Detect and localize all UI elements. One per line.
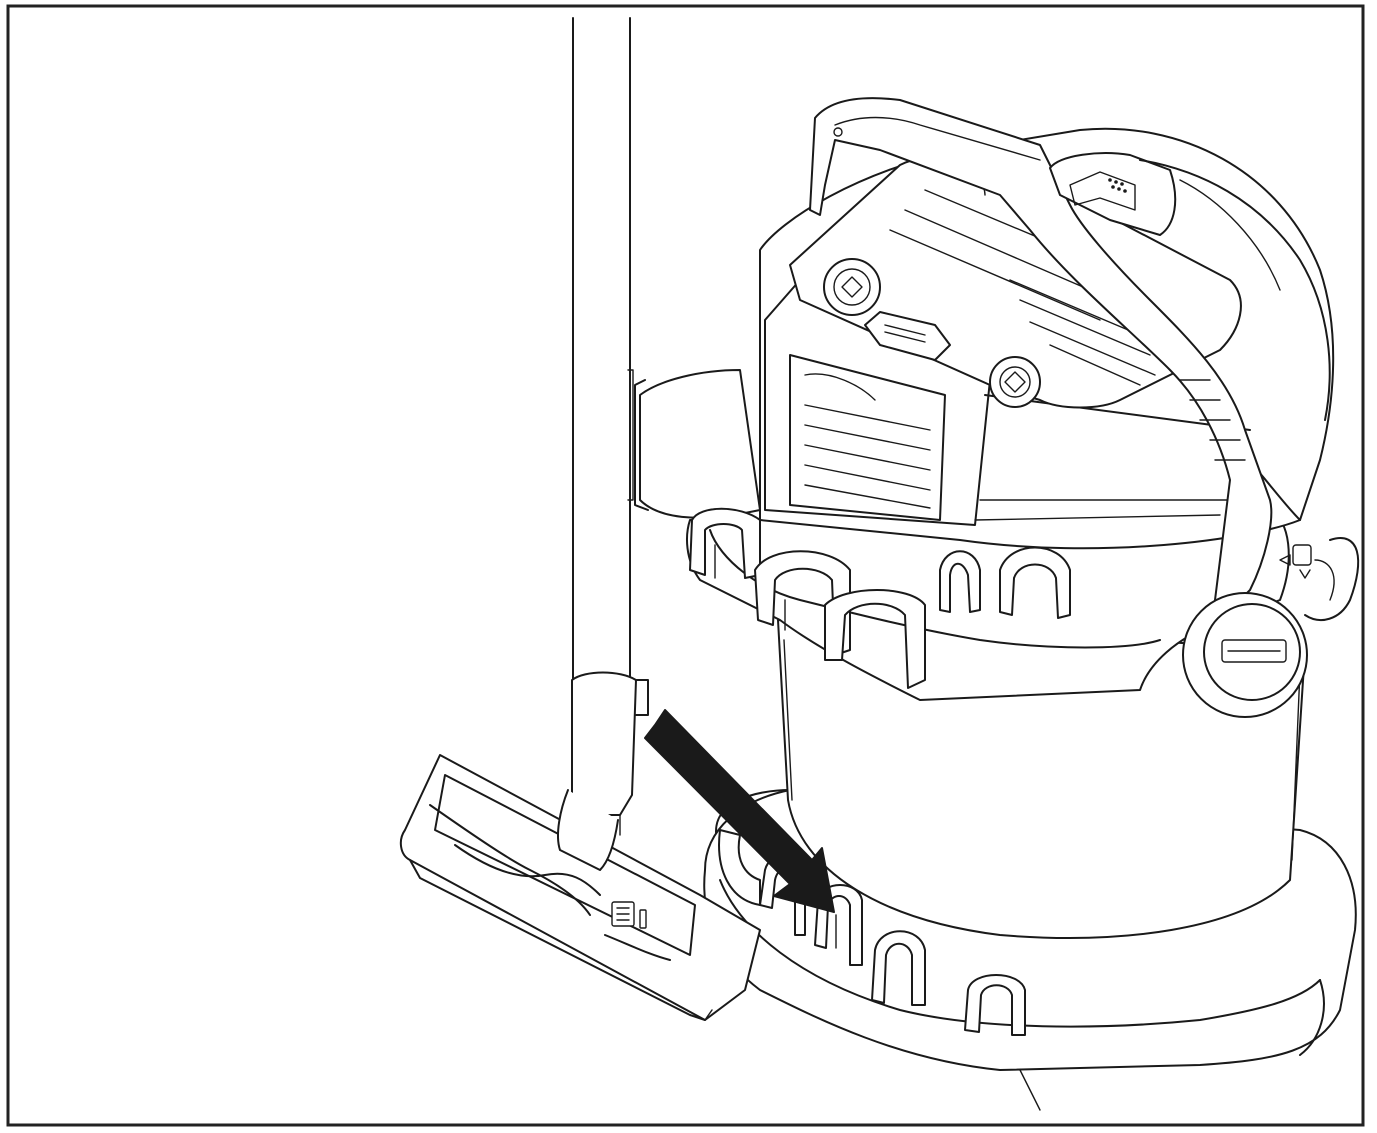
suction-tube bbox=[571, 17, 649, 836]
carry-handle bbox=[809, 97, 1273, 611]
head-hook-far bbox=[939, 546, 1071, 619]
figure-frame bbox=[6, 4, 1365, 1127]
wheel-logo-icon bbox=[1182, 592, 1308, 718]
release-button-icon bbox=[1049, 152, 1177, 236]
nozzle-switch-icon bbox=[611, 901, 647, 929]
side-latch-icon bbox=[1279, 544, 1312, 579]
floor-nozzle bbox=[399, 754, 761, 1021]
latch-switch bbox=[864, 311, 951, 361]
base-tool-clip-4 bbox=[871, 930, 926, 1006]
head-hook-left bbox=[689, 507, 761, 579]
rear-shroud bbox=[1139, 159, 1331, 421]
arrow-icon bbox=[644, 709, 835, 913]
power-button-icon bbox=[823, 258, 881, 316]
base-tool-clip-5 bbox=[964, 974, 1026, 1036]
blower-port-icon bbox=[989, 356, 1041, 408]
head-hook-right bbox=[824, 589, 926, 689]
